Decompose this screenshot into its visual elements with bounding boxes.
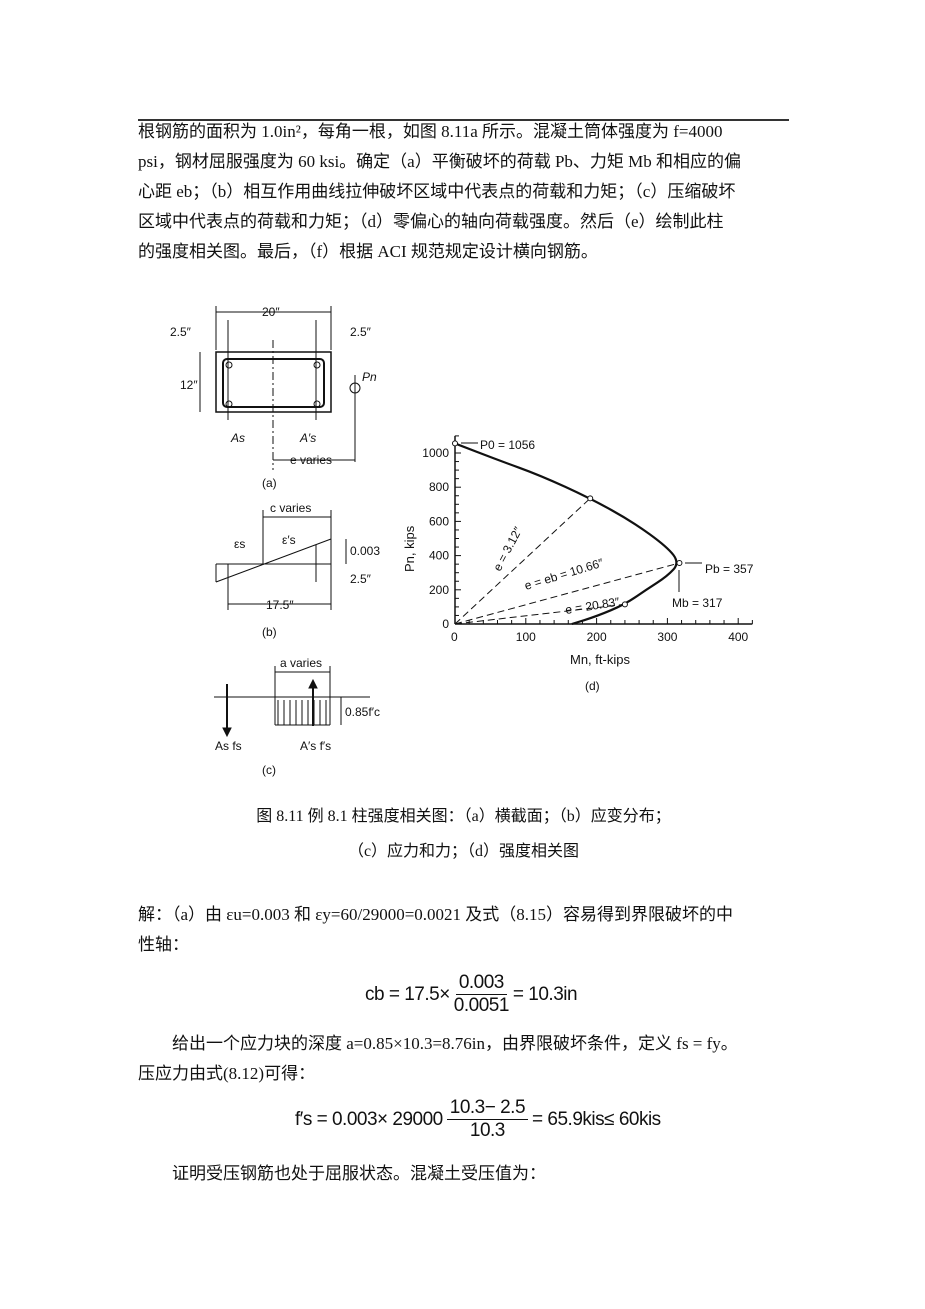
cross-section-a: 20″ 2.5″ 2.5″ 12″ Pn As A′s e varies (a) xyxy=(170,305,377,490)
dim-width: 20″ xyxy=(262,305,280,319)
x-tick-label: 400 xyxy=(728,630,748,644)
data-point xyxy=(587,495,594,502)
label-strain: 0.003 xyxy=(350,544,380,558)
x-axis-label: Mn, ft-kips xyxy=(570,652,630,667)
text-line: 区域中代表点的荷载和力矩；（d）零偏心的轴向荷载强度。然后（e）绘制此柱 xyxy=(138,212,724,231)
x-tick-label: 200 xyxy=(587,630,607,644)
y-tick-label: 800 xyxy=(429,480,449,494)
eccentricity-line xyxy=(454,562,680,625)
text-line: 的强度相关图。最后，（f）根据 ACI 规范规定设计横向钢筋。 xyxy=(138,242,598,261)
eccentricity-label: e = 3.12″ xyxy=(490,524,525,574)
label-as: As xyxy=(230,431,245,445)
dim-right-cover: 2.5″ xyxy=(350,325,372,339)
text-line: 根钢筋的面积为 1.0in²，每角一根，如图 8.11a 所示。混凝土筒体强度为… xyxy=(138,122,723,141)
text-line: 给出一个应力块的深度 a=0.85×10.3=8.76in，由界限破坏条件，定义… xyxy=(172,1034,738,1053)
text-line: 解：（a）由 εu=0.003 和 εy=60/29000=0.0021 及式（… xyxy=(138,905,734,924)
eq-rhs: = 65.9kis≤ 60kis xyxy=(532,1108,661,1130)
label-c: (c) xyxy=(262,763,276,777)
y-tick-label: 1000 xyxy=(422,446,449,460)
figure-8-11: 20″ 2.5″ 2.5″ 12″ Pn As A′s e varies (a)… xyxy=(170,305,754,777)
eccentricity-label: e = eb = 10.66″ xyxy=(523,555,606,592)
label-a-varies: a varies xyxy=(280,656,322,670)
eq-lhs: cb = 17.5× xyxy=(365,983,450,1005)
interaction-curve xyxy=(454,442,678,626)
label-t: As fs xyxy=(215,739,242,753)
label-e-varies: e varies xyxy=(290,453,332,467)
label-es-prime: ε′s xyxy=(282,533,296,547)
label-a: (a) xyxy=(262,476,277,490)
header-rule xyxy=(138,119,789,121)
solution-text-2: 给出一个应力块的深度 a=0.85×10.3=8.76in，由界限破坏条件，定义… xyxy=(172,1029,738,1059)
eq-den: 0.0051 xyxy=(453,995,510,1016)
dim-left-cover: 2.5″ xyxy=(170,325,192,339)
eccentricity-label: e = 20.83″ xyxy=(564,594,621,616)
data-point xyxy=(621,601,628,608)
figure-caption-2: （c）应力和力；（d）强度相关图 xyxy=(347,843,580,860)
eq-rhs: = 10.3in xyxy=(512,983,578,1005)
strain-diagram-b: c varies εs ε′s 0.003 2.5″ 17.5″ (b) xyxy=(215,501,380,639)
solution-text-4: 证明受压钢筋也处于屈服状态。混凝土受压值为： xyxy=(172,1159,546,1189)
text-line: 心距 eb；（b）相互作用曲线拉伸破坏区域中代表点的荷载和力矩；（c）压缩破坏 xyxy=(138,182,736,201)
label-cover: 2.5″ xyxy=(350,572,372,586)
chart-label: (d) xyxy=(585,679,600,693)
label-as-prime: A′s xyxy=(299,431,316,445)
text-line: 性轴： xyxy=(138,935,189,954)
annot-p0: P0 = 1056 xyxy=(480,438,535,452)
load-pn: Pn xyxy=(362,370,377,384)
eq-lhs: f′s = 0.003× 29000 xyxy=(295,1108,443,1130)
y-tick-label: 0 xyxy=(442,617,449,631)
data-point xyxy=(676,559,683,566)
label-stress: 0.85f′c xyxy=(345,705,380,719)
y-tick-label: 600 xyxy=(429,514,449,528)
x-tick-label: 300 xyxy=(657,630,677,644)
eccentricity-line xyxy=(454,497,591,625)
text-line: 压应力由式(8.12)可得： xyxy=(138,1064,316,1083)
annot-mb: Mb = 317 xyxy=(672,596,723,610)
eq-num: 10.3− 2.5 xyxy=(446,1097,529,1120)
eccentricity-line xyxy=(454,603,625,625)
y-tick-label: 400 xyxy=(429,549,449,563)
text-line: psi，钢材屈服强度为 60 ksi。确定（a）平衡破坏的荷载 Pb、力矩 Mb… xyxy=(138,152,742,171)
label-b: (b) xyxy=(262,625,277,639)
y-axis-label: Pn, kips xyxy=(402,525,417,572)
solution-text-3: 压应力由式(8.12)可得： xyxy=(138,1059,315,1089)
interaction-diagram-d: (d) Mn, ft-kips Pn, kips P0 = 1056 Pb = … xyxy=(402,435,754,693)
label-cp: A′s f′s xyxy=(300,739,331,753)
text-line: 证明受压钢筋也处于屈服状态。混凝土受压值为： xyxy=(172,1164,546,1183)
stress-diagram-c: a varies 0.85f′c As fs A′s f′s (c) xyxy=(214,656,380,777)
x-tick-label: 0 xyxy=(451,630,458,644)
eq-num: 0.003 xyxy=(455,972,507,995)
intro-paragraph: 根钢筋的面积为 1.0in²，每角一根，如图 8.11a 所示。混凝土筒体强度为… xyxy=(138,117,741,267)
eq-den: 10.3 xyxy=(469,1120,505,1141)
dim-height: 12″ xyxy=(180,378,198,392)
label-depth: 17.5″ xyxy=(266,598,294,612)
solution-text: 解：（a）由 εu=0.003 和 εy=60/29000=0.0021 及式（… xyxy=(138,900,733,960)
y-tick-label: 200 xyxy=(429,583,449,597)
label-c-varies: c varies xyxy=(270,501,311,515)
data-point xyxy=(452,440,458,447)
annot-pb: Pb = 357 xyxy=(705,562,754,576)
figure-caption-1: 图 8.11 例 8.1 柱强度相关图：（a）横截面；（b）应变分布； xyxy=(256,808,671,825)
x-tick-label: 100 xyxy=(516,630,536,644)
label-es: εs xyxy=(234,537,245,551)
